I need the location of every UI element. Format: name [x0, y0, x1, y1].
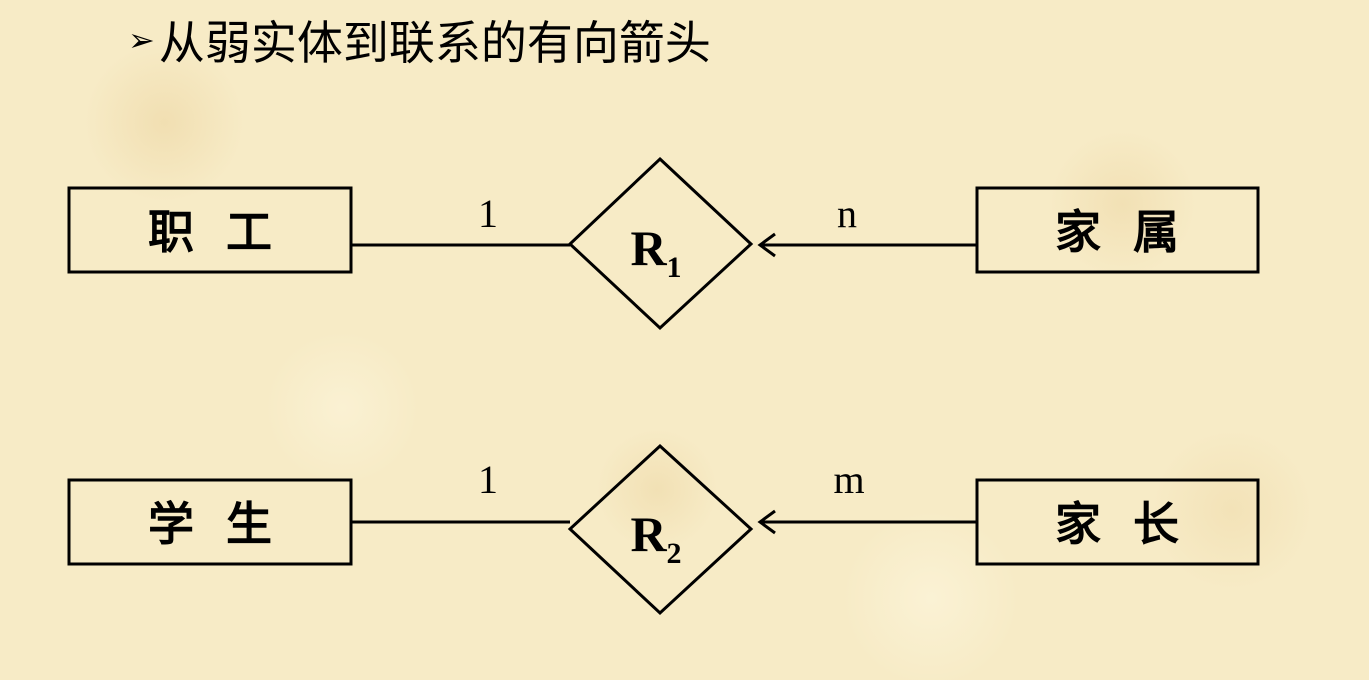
arrow-bullet-icon: ➢ — [128, 21, 155, 59]
relationship-diamond-r1 — [567, 156, 754, 331]
relationship-label-r2: R2 — [630, 506, 681, 570]
cardinality-right-2: m — [833, 457, 864, 502]
entity-label-employee: 职 工 — [148, 205, 272, 259]
entity-label-parent: 家 长 — [1055, 497, 1179, 551]
er-diagram-1: 职 工 家 属 R1 1 n — [67, 156, 1260, 331]
entity-box-dependent — [975, 186, 1260, 274]
heading-text: 从弱实体到联系的有向箭头 — [158, 16, 711, 70]
arrowhead-icon — [757, 509, 776, 535]
entity-label-dependent: 家 属 — [1055, 205, 1179, 259]
cardinality-left-1: 1 — [478, 191, 498, 236]
entity-label-student: 学 生 — [148, 497, 272, 551]
er-diagram-2: 学 生 家 长 R2 1 m — [67, 443, 1260, 616]
relationship-diamond-r2 — [567, 443, 754, 616]
entity-box-employee — [67, 186, 353, 274]
cardinality-right-1: n — [837, 191, 857, 236]
slide-heading: ➢ 从弱实体到联系的有向箭头 — [128, 8, 711, 72]
relationship-label-r1: R1 — [630, 220, 681, 284]
cardinality-left-2: 1 — [478, 457, 498, 502]
arrowhead-icon — [757, 232, 776, 258]
